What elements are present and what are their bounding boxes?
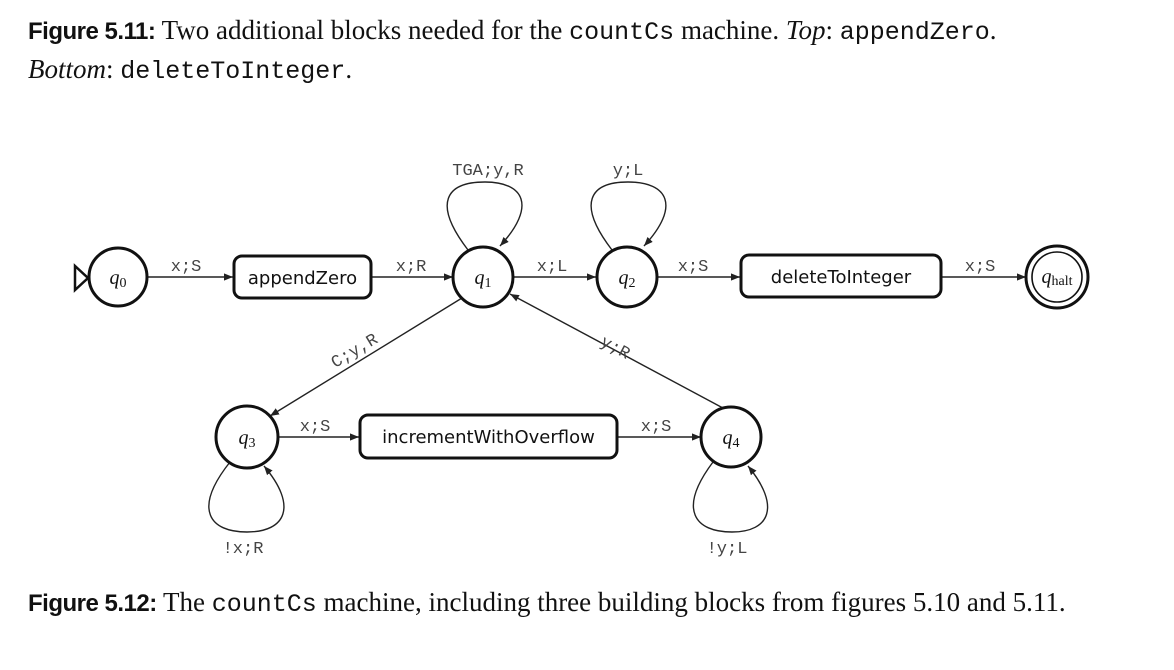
code-deletetointeger: deleteToInteger (120, 57, 346, 86)
label-q1-q2: x;L (537, 258, 568, 277)
figure-label: Figure 5.11 (28, 18, 148, 45)
caption-figure-5-11: Figure 5.11: Two additional blocks neede… (28, 15, 997, 86)
svg-text:q1: q1 (475, 267, 492, 291)
label-appendzero-q1: x;R (396, 258, 427, 277)
edge-q4-q1 (509, 293, 737, 416)
label-q4-loop: !y;L (707, 540, 748, 559)
state-q0: q0 (87, 246, 149, 308)
code-countcs: countCs (211, 590, 317, 619)
loop-q4 (692, 461, 769, 533)
svg-text:q4: q4 (723, 427, 740, 451)
code-appendzero: appendZero (839, 18, 990, 47)
label-q4-q1: y;R (597, 333, 633, 364)
state-qhalt: qhalt (1024, 244, 1090, 310)
label-q2-deletetointeger: x;S (678, 258, 709, 277)
svg-text:q3: q3 (239, 427, 256, 451)
svg-text:q2: q2 (619, 267, 636, 291)
svg-text:qhalt: qhalt (1042, 266, 1073, 289)
loop-q1 (446, 181, 523, 251)
figure-label: Figure 5.12 (28, 590, 150, 617)
state-q2: q2 (595, 245, 659, 309)
svg-text:deleteToInteger: deleteToInteger (771, 267, 912, 288)
block-appendzero: appendZero (232, 254, 373, 300)
label-q3-incrementwithoverflow: x;S (300, 418, 331, 437)
state-q1: q1 (451, 245, 515, 309)
block-deletetointeger: deleteToInteger (739, 253, 943, 299)
label-incrementwithoverflow-q4: x;S (641, 418, 672, 437)
edge-q1-q3 (269, 297, 463, 417)
caption-figure-5-12: Figure 5.12: The countCs machine, includ… (28, 587, 1066, 619)
state-q4: q4 (699, 405, 763, 469)
label-deletetointeger-qhalt: x;S (965, 258, 996, 277)
label-q2-loop: y;L (613, 162, 644, 181)
loop-q3 (208, 461, 285, 533)
svg-text:q0: q0 (110, 267, 127, 291)
label-q1-loop: TGA;y,R (452, 162, 523, 181)
svg-text:incrementWithOverflow: incrementWithOverflow (382, 427, 595, 448)
svg-text:appendZero: appendZero (248, 268, 357, 289)
start-marker (73, 263, 90, 293)
loop-q2 (590, 181, 667, 251)
block-incrementwithoverflow: incrementWithOverflow (358, 413, 619, 460)
label-q3-loop: !x;R (223, 540, 264, 559)
code-countcs: countCs (569, 18, 675, 47)
label-q0-appendzero: x;S (171, 258, 202, 277)
state-q3: q3 (214, 404, 280, 470)
